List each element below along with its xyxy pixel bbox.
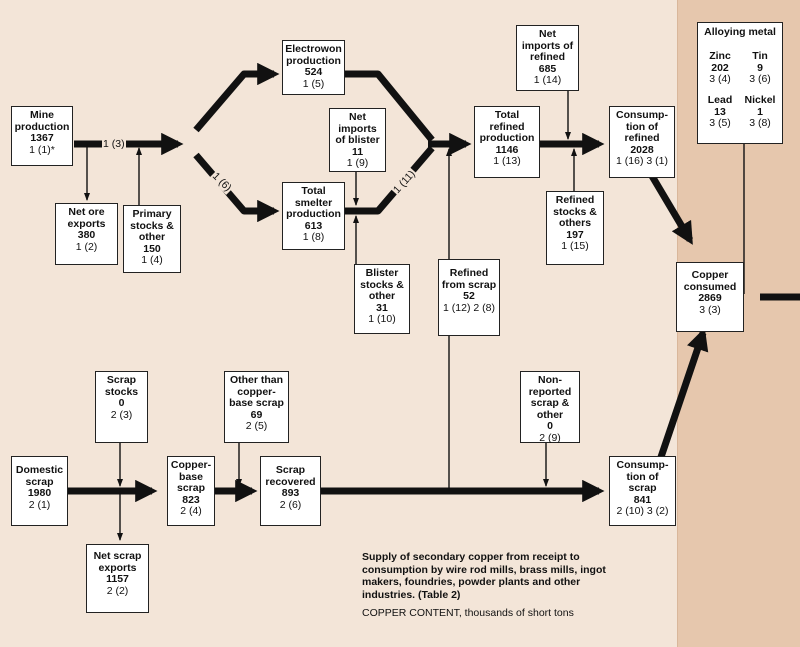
flow-scrap-to-consumed — [656, 327, 709, 462]
caption-units: COPPER CONTENT, thousands of short tons — [362, 607, 574, 619]
flow-electrowon-to-refinery — [345, 70, 435, 143]
alloying-title: Alloying metal — [704, 26, 776, 38]
flow-refined-to-consumed — [648, 174, 694, 245]
flow-to-electrowon — [193, 62, 280, 133]
flow-label-mine-out: 1 (3) — [102, 138, 126, 150]
flow-smelter-to-refinery — [345, 145, 435, 215]
flow-to-smelter — [193, 152, 280, 223]
diagram-caption: Supply of secondary copper from receipt … — [362, 551, 612, 620]
caption-text: Supply of secondary copper from receipt … — [362, 551, 606, 601]
